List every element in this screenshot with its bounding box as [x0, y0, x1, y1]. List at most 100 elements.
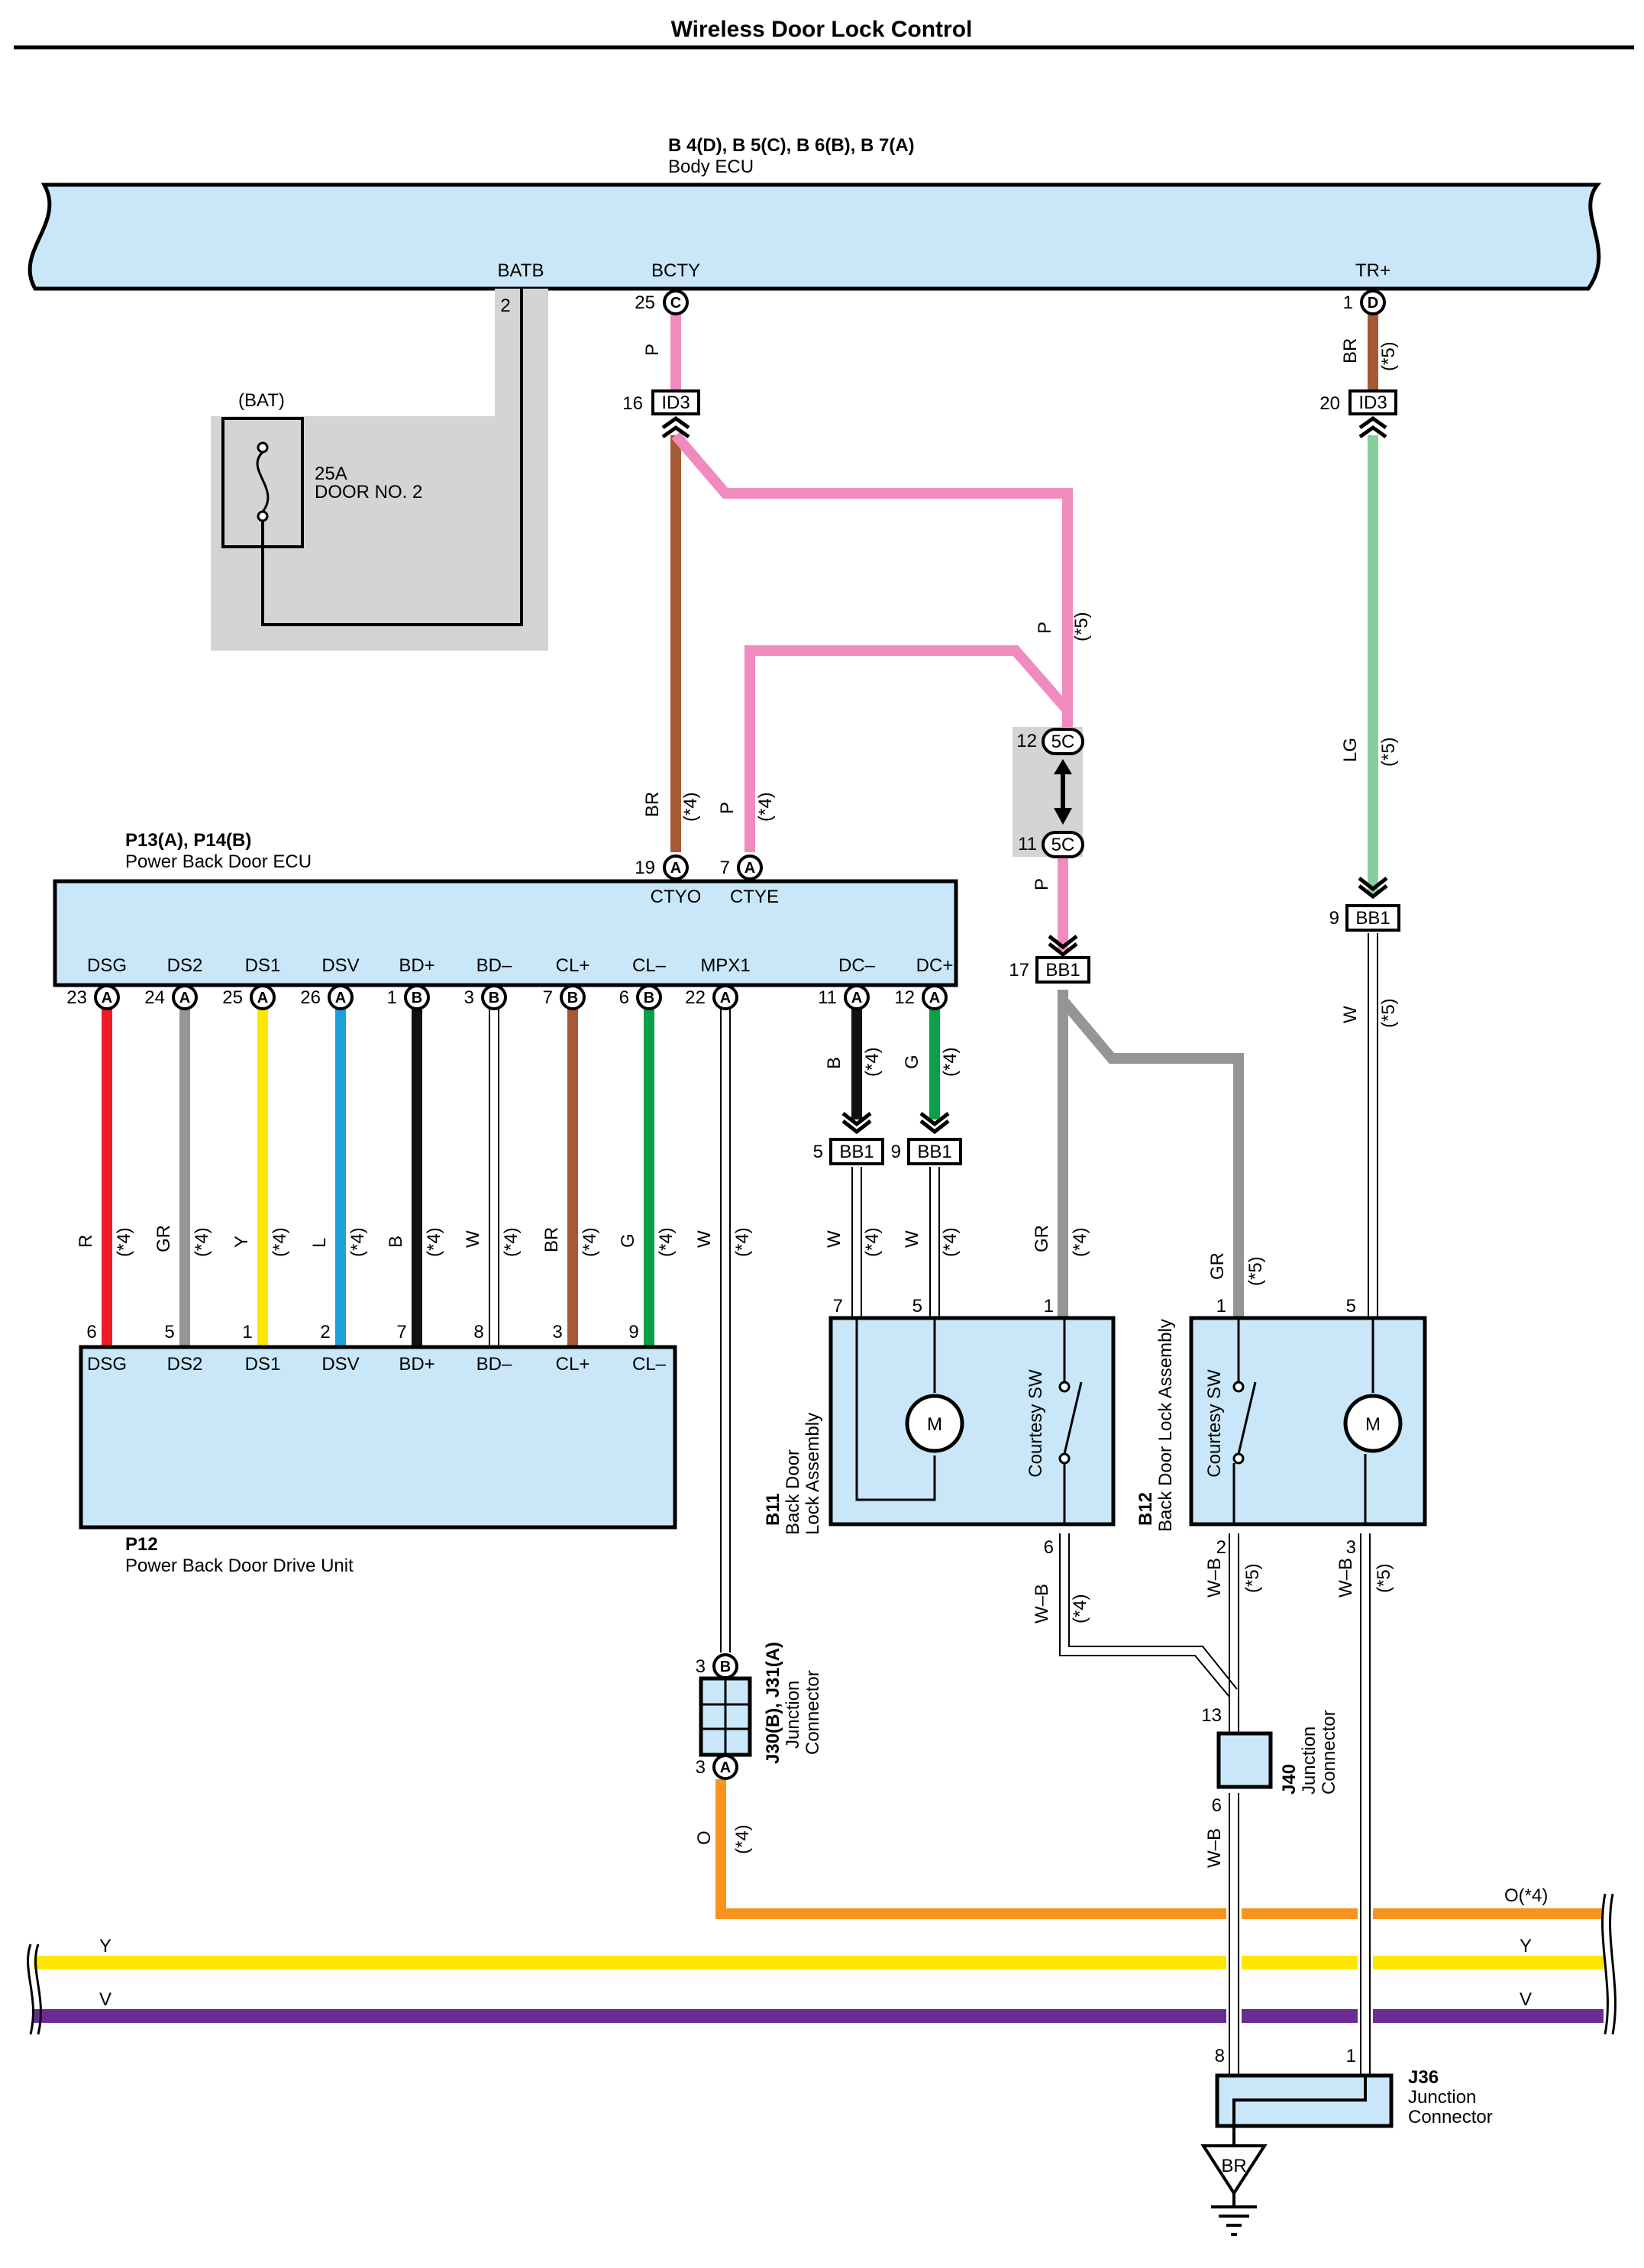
pin-dsg-label: DSG	[87, 955, 127, 976]
lbl-drive-7: G	[618, 1233, 638, 1248]
gray-wire-b12	[1058, 997, 1244, 1318]
lbl-b12-wb3: W–B	[1336, 1558, 1356, 1598]
pin-dsv-num: 26	[300, 987, 321, 1008]
pbd-ecu-block	[53, 879, 958, 987]
du-pin-ds1-num: 1	[242, 1322, 252, 1342]
lbl-drive-2: Y	[231, 1236, 252, 1248]
pin-dc-minus-num: 11	[818, 987, 837, 1008]
j30-bot-circle	[712, 1754, 738, 1780]
bb1-5-box	[829, 1138, 884, 1165]
b11-pin1-num: 1	[1044, 1296, 1054, 1317]
pbd-ecu-name: Power Back Door ECU	[125, 851, 312, 872]
lbl-drive-1-note: (*4)	[192, 1227, 212, 1257]
b12-pin2-num: 2	[1216, 1537, 1226, 1558]
b12-switch-icon	[1237, 1381, 1257, 1455]
pin-bcty-conn: C	[670, 295, 681, 312]
pbd-ecu-connectors: P13(A), P14(B)	[125, 830, 251, 851]
j36-code: J36	[1408, 2067, 1439, 2088]
bb1-5-num: 5	[813, 1142, 823, 1162]
pin-mpx1-circle	[712, 984, 738, 1010]
pin-bd-minus-circle	[481, 984, 507, 1010]
b11-switch-terminal-top	[1058, 1381, 1071, 1393]
pin-tr-plus-circle	[1360, 289, 1386, 315]
pin-dc-plus-circle	[922, 984, 948, 1010]
b11-motor-label: M	[927, 1414, 942, 1435]
ctye-wire	[744, 645, 1072, 852]
5c-bot-num: 11	[1018, 834, 1037, 855]
lbl-bus-y-left: Y	[99, 1936, 111, 1956]
bus-break-right-a	[1601, 1893, 1609, 2035]
id3-left-label: ID3	[661, 393, 690, 413]
pin-dc-plus-conn: A	[929, 990, 940, 1006]
pin-ds2-conn: A	[179, 990, 190, 1006]
lbl-j40-wb: W–B	[1204, 1828, 1225, 1868]
lbl-b11-w5: W	[902, 1230, 922, 1248]
drive-unit-name: Power Back Door Drive Unit	[125, 1556, 354, 1576]
lbl-p-5c: P	[1032, 878, 1052, 890]
pin-mpx1-conn: A	[720, 990, 731, 1006]
lbl-mpx-note: (*4)	[732, 1227, 753, 1257]
lbl-o-wire: O	[694, 1830, 715, 1845]
bb1-9-num: 9	[891, 1142, 901, 1162]
bus-break-left-b	[34, 1943, 42, 2035]
pin-ctye-label: CTYE	[730, 887, 779, 907]
bb1-5-chevron-b	[841, 1119, 872, 1135]
pin-cl-minus-conn: B	[644, 990, 654, 1006]
pin-bd-plus-conn: B	[412, 990, 422, 1006]
ground-triangle	[1200, 2144, 1268, 2196]
du-pin-dsv-num: 2	[320, 1322, 330, 1342]
pin-mpx1-num: 22	[685, 987, 706, 1008]
5c-bot-label: 5C	[1051, 835, 1075, 855]
pin-mpx1-label: MPX1	[700, 955, 750, 976]
id3-right-label: ID3	[1358, 393, 1387, 413]
pin-batb-num: 2	[500, 296, 510, 316]
fuse-name: DOOR NO. 2	[315, 482, 422, 502]
j36-name1: Junction	[1408, 2087, 1476, 2108]
b11-motor-wire-a	[855, 1318, 936, 1501]
fuse-shade-region	[211, 289, 548, 651]
fuse-box	[221, 417, 304, 548]
pin-cl-plus-conn: B	[567, 990, 578, 1006]
b12-motor-label: M	[1365, 1414, 1381, 1435]
pin-dc-minus-conn: A	[851, 990, 862, 1006]
lbl-b11-w5-note: (*4)	[940, 1227, 961, 1257]
lbl-dc-plus-note: (*4)	[940, 1047, 961, 1077]
bb1-5-chevron-a	[841, 1112, 872, 1127]
lbl-drive-4-note: (*4)	[424, 1227, 444, 1257]
ground-label: BR	[1221, 2156, 1246, 2176]
pin-bd-minus-num: 3	[464, 987, 474, 1008]
lbl-b11-w7-note: (*4)	[862, 1227, 883, 1257]
bb1-9-chevron-b	[919, 1119, 950, 1135]
pin-ds1-conn: A	[257, 990, 268, 1006]
5c-top-num: 12	[1016, 731, 1037, 751]
j30-top-conn: B	[720, 1659, 731, 1675]
5c-top-box	[1042, 728, 1084, 755]
b12-name: Back Door Lock Assembly	[1155, 1319, 1176, 1532]
wb-wire-b11-b	[1068, 1533, 1238, 1690]
pin-ds1-num: 25	[222, 987, 243, 1008]
bb1-9r-box	[1345, 904, 1400, 932]
j30-label-group: J30(B), J31(A) Junction Connector	[763, 1642, 823, 1764]
lbl-drive-5-note: (*4)	[501, 1227, 522, 1257]
bb1-9r-chevron-a	[1358, 877, 1388, 892]
pin-cl-minus-label: CL–	[632, 955, 667, 976]
j40-label-group: J40 Junction Connector	[1279, 1710, 1339, 1795]
b12-motor-icon	[1343, 1394, 1403, 1453]
fuse-source: (BAT)	[238, 390, 285, 411]
j30-code: J30(B), J31(A)	[763, 1642, 783, 1764]
pin-bd-plus-circle	[404, 984, 430, 1010]
lbl-w-right-note: (*5)	[1378, 998, 1399, 1028]
du-pin-ds2-label: DS2	[167, 1354, 203, 1375]
bb1-5-label: BB1	[839, 1142, 874, 1162]
bb1-17-chevron-a	[1048, 935, 1078, 950]
j36-bridge	[1232, 2076, 1367, 2126]
pin-ctye-conn: A	[744, 860, 755, 877]
b11-code: B11	[763, 1493, 783, 1526]
pin-dsg-conn: A	[102, 990, 112, 1006]
id3-right-chevron-a	[1358, 415, 1387, 430]
b11-name2: Lock Assembly	[803, 1413, 823, 1535]
lbl-b12-wb3-note: (*5)	[1374, 1563, 1394, 1593]
pin-ds2-circle	[172, 984, 198, 1010]
pin-dc-minus-label: DC–	[838, 955, 876, 976]
b12-pin1-num: 1	[1216, 1296, 1226, 1317]
